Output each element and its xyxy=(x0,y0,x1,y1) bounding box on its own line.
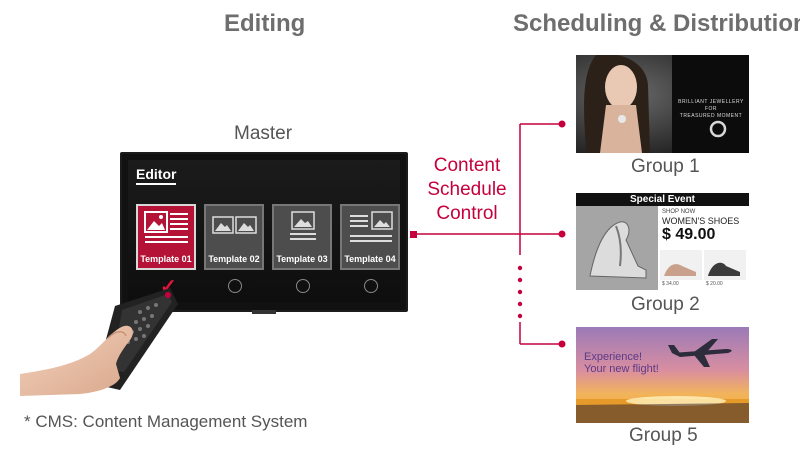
womens-shoes-title: WOMEN'S SHOES xyxy=(662,216,740,226)
ad-line: TREASURED MOMENT xyxy=(679,113,743,119)
radio-template-04[interactable] xyxy=(364,279,378,293)
small-price-2: $ 20.00 xyxy=(706,281,723,287)
ad-line: Your new flight! xyxy=(584,363,659,375)
jewellery-model-image xyxy=(576,55,749,153)
ad-line: Experience! xyxy=(584,351,643,363)
group-2-label: Group 2 xyxy=(631,294,700,315)
group-5-label: Group 5 xyxy=(629,425,698,446)
radio-template-03[interactable] xyxy=(296,279,310,293)
group-5-content-preview[interactable]: Experience! Your new flight! xyxy=(576,327,749,423)
sunset-airplane-image xyxy=(576,327,749,423)
editor-screen: Editor Template 01 Templat xyxy=(128,160,400,302)
template-03-tile[interactable]: Template 03 xyxy=(272,204,332,270)
control-line: Content xyxy=(433,155,501,176)
master-label: Master xyxy=(234,123,293,144)
editing-heading: Editing xyxy=(224,10,306,37)
layout-text-image-icon xyxy=(350,211,393,242)
ad-line: FOR xyxy=(704,106,718,112)
template-04-tile[interactable]: Template 04 xyxy=(340,204,400,270)
special-event-banner: Special Event xyxy=(576,193,749,206)
hand-remote-icon xyxy=(20,288,178,396)
control-line: Schedule xyxy=(427,179,507,200)
group-2-content-preview[interactable]: Special Event SHOP NOW WOMEN'S SHOES $ 4… xyxy=(576,193,749,290)
template-02-tile[interactable]: Template 02 xyxy=(204,204,264,270)
template-label: Template 01 xyxy=(140,254,192,264)
jewellery-ad-text: BRILLIANT JEWELLERY FOR TREASURED MOMENT xyxy=(674,99,748,120)
group-1-label: Group 1 xyxy=(631,156,700,177)
layout-image-caption-icon xyxy=(290,211,316,240)
shoe-price: $ 49.00 xyxy=(662,226,716,243)
template-01-tile[interactable]: Template 01 xyxy=(136,204,196,270)
template-label: Template 02 xyxy=(208,254,260,264)
template-label: Template 04 xyxy=(344,254,396,264)
content-schedule-control-label: Content Schedule Control xyxy=(424,154,510,226)
flight-ad-text: Experience! Your new flight! xyxy=(584,351,659,375)
shop-now-text: SHOP NOW xyxy=(662,209,696,215)
ad-line: BRILLIANT JEWELLERY xyxy=(678,99,744,105)
tv-logo-bar xyxy=(252,310,276,314)
master-display: Editor Template 01 Templat xyxy=(120,152,408,314)
editor-title: Editor xyxy=(136,166,177,185)
radio-template-02[interactable] xyxy=(228,279,242,293)
scheduling-heading: Scheduling & Distribution xyxy=(513,10,800,37)
small-price-1: $ 34.00 xyxy=(662,281,679,287)
template-label: Template 03 xyxy=(276,254,328,264)
shoes-image xyxy=(576,206,749,290)
footnote: * CMS: Content Management System xyxy=(24,412,308,431)
layout-two-images-icon xyxy=(212,216,257,234)
layout-image-text-icon xyxy=(144,211,188,243)
control-line: Control xyxy=(436,203,498,224)
group-1-content-preview[interactable]: BRILLIANT JEWELLERY FOR TREASURED MOMENT xyxy=(576,55,749,153)
